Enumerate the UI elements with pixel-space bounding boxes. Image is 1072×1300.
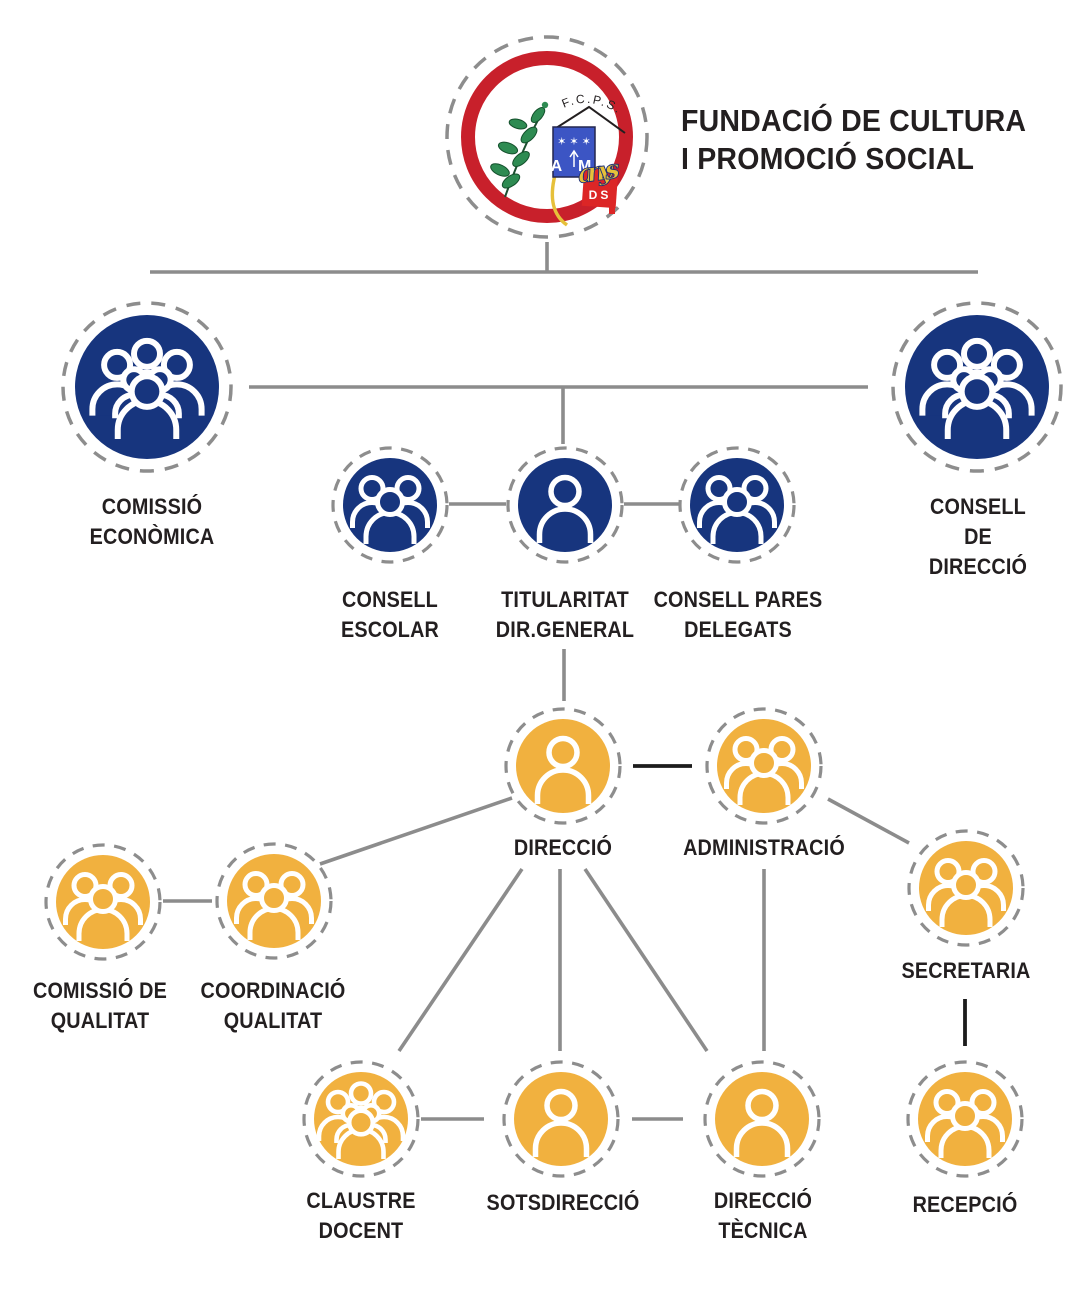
label-direccio: DIRECCIÓ	[513, 835, 613, 860]
crest-red-drip	[609, 203, 615, 214]
node-fundacio-logo: F.C.P.S. ✶ ✶ ✶ A M anys DS	[441, 31, 653, 243]
label-claustre-docent: CLAUSTRE DOCENT	[306, 1188, 416, 1243]
crest-stars: ✶ ✶ ✶	[557, 136, 591, 148]
people-group-icon	[66, 875, 141, 942]
people-group-icon	[929, 861, 1004, 928]
label-recepcio: RECEPCIÓ	[912, 1192, 1018, 1217]
crest-tree-mark	[569, 149, 579, 167]
crest-shield-letters: A M	[551, 158, 598, 175]
label-secretaria: SECRETARIA	[901, 958, 1031, 983]
label-coordinacio-qualitat: COORDINACIÓ QUALITAT	[200, 978, 346, 1033]
node-coordinacio-qualitat	[212, 839, 336, 963]
crest-roof-line	[552, 105, 626, 134]
edge-direccio-tecnica	[583, 867, 709, 1053]
node-consell-pares-delegats	[675, 443, 799, 567]
crest-script-text: anys	[576, 154, 622, 190]
node-claustre-docent	[299, 1057, 423, 1181]
people-group-icon	[928, 1092, 1003, 1159]
people-group-icon	[700, 478, 775, 545]
node-direccio-tecnica	[700, 1057, 824, 1181]
label-comissio-de-qualitat: COMISSIÓ DE QUALITAT	[32, 978, 168, 1033]
laurel-leaves	[490, 107, 546, 189]
label-direccio-tecnica: DIRECCIÓ TÈCNICA	[713, 1188, 813, 1243]
node-titularitat-dir-general	[503, 443, 627, 567]
node-consell-escolar	[328, 443, 452, 567]
page-title: FUNDACIÓ DE CULTURA I PROMOCIÓ SOCIAL	[681, 103, 1027, 176]
node-comissio-economica	[57, 297, 237, 477]
node-recepcio	[903, 1057, 1027, 1181]
node-secretaria	[904, 826, 1028, 950]
label-comissio-economica: COMISSIÓ ECONÒMICA	[89, 494, 215, 549]
label-sotsdireccio: SOTSDIRECCIÓ	[486, 1190, 640, 1215]
node-comissio-de-qualitat	[41, 840, 165, 964]
label-consell-direccio: CONSELL DE DIRECCIÓ	[928, 494, 1028, 579]
node-direccio	[501, 704, 625, 828]
people-group-icon	[237, 874, 312, 941]
edge-coordinacio-direccio	[319, 796, 513, 866]
crest-yellow-swash	[550, 174, 569, 227]
node-consell-direccio	[887, 297, 1067, 477]
node-sotsdireccio	[499, 1057, 623, 1181]
laurel-bud	[541, 101, 549, 109]
node-administracio	[702, 704, 826, 828]
people-group-icon	[727, 739, 802, 806]
label-titularitat-dir-general: TITULARITAT DIR.GENERAL	[495, 587, 635, 642]
label-consell-escolar: CONSELL ESCOLAR	[340, 587, 440, 642]
edge-direccio-claustre	[397, 867, 524, 1053]
crest-red-badge	[581, 167, 619, 209]
label-consell-pares-delegats: CONSELL PARES DELEGATS	[653, 587, 823, 642]
people-group-icon	[353, 478, 428, 545]
crest-badge-letters: DS	[589, 188, 612, 202]
label-administracio: ADMINISTRACIÓ	[683, 835, 845, 860]
